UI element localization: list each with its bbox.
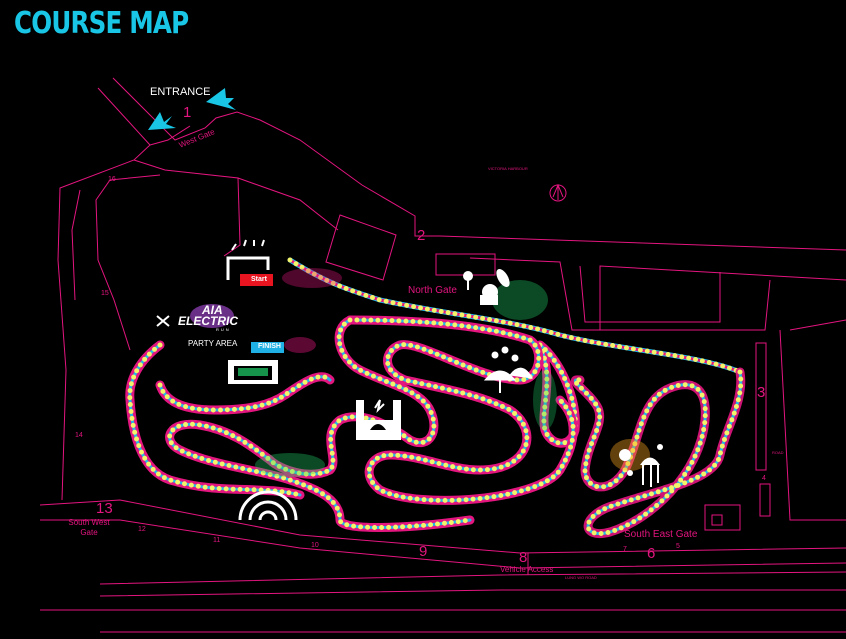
point-9: 9 [419,543,428,560]
party-area-label: PARTY AREA [188,339,238,348]
aia-logo-splash [190,304,234,328]
south-east-gate-label: South East Gate [624,529,698,540]
point-15: 15 [101,290,109,297]
candy-icon [463,268,510,305]
entrance-label: ENTRANCE [150,86,211,98]
north-gate-label: North Gate [408,285,457,296]
point-2: 2 [417,227,426,244]
south-west-gate-label: South West Gate [68,518,110,537]
castle-icon [356,399,401,440]
point-5: 5 [676,543,680,550]
lung-wo-road-label: LUNG WO ROAD [565,575,597,580]
victoria-harbour-label: VICTORIA HARBOUR [488,166,528,171]
jellyfish-icon [619,444,663,487]
vehicle-access-label: Vehicle Access [500,565,554,574]
point-8: 8 [519,549,528,566]
running-route [125,257,746,538]
point-13: 13 [96,500,113,517]
entrance-arrow-icon [148,88,236,130]
start-arch-icon [226,239,270,280]
point-12: 12 [138,526,146,533]
point-7: 7 [623,546,627,553]
aia-logo-text: AIA [202,303,223,317]
start-badge-bg [240,274,273,286]
finish-badge-bg [251,342,284,353]
dome-icon [238,490,298,521]
finish-arch-icon [228,360,278,384]
finish-label: FINISH [258,343,281,350]
start-label: Start [251,276,267,283]
run-logo-text: RUN [216,327,231,332]
umbrella-icon [483,346,533,393]
aia-logo-mark [156,315,170,327]
point-6: 6 [647,545,656,562]
point-11: 11 [213,537,221,544]
page-title: COURSE MAP [14,6,189,41]
side-road-label: ROAD [772,450,784,455]
point-14: 14 [75,432,83,439]
point-10: 10 [311,542,319,549]
point-3: 3 [757,384,766,401]
point-16: 16 [108,176,116,183]
finish-arch-label: FINISH [245,360,259,365]
compass-icon [549,183,567,202]
point-1: 1 [183,104,192,121]
point-4: 4 [762,475,766,482]
site-boundaries [39,77,846,633]
electric-logo-text: ELECTRIC [178,314,238,328]
